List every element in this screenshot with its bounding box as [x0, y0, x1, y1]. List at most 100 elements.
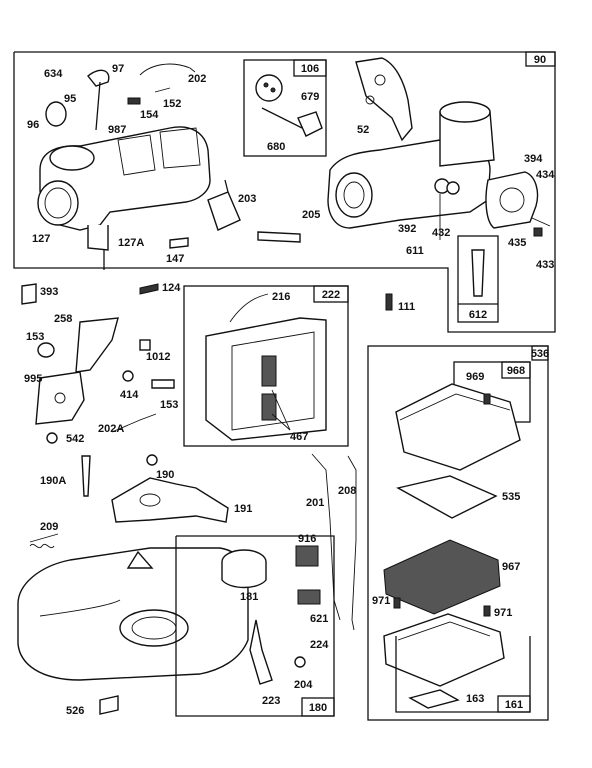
link-202: [139, 63, 196, 76]
float-needle: [297, 111, 323, 137]
callout-222: 222: [322, 289, 340, 301]
callout-223: 223: [262, 695, 280, 707]
screw-190: [146, 454, 158, 466]
callout-916: 916: [298, 533, 316, 545]
screw-969: [483, 393, 491, 405]
nut-1012: [139, 339, 151, 351]
link-202A: [111, 413, 157, 433]
link-216: [229, 293, 269, 323]
bracket-258: [75, 317, 119, 373]
callout-190A: 190A: [40, 475, 66, 487]
callout-967: 967: [502, 561, 520, 573]
callout-433: 433: [536, 259, 554, 271]
air-vane-group: 222 216 467: [183, 285, 349, 447]
screw-205: [257, 231, 301, 243]
callout-969: 969: [466, 371, 484, 383]
carb-bowl-stem: [87, 225, 109, 251]
clip-916: [295, 545, 319, 567]
callout-535: 535: [502, 491, 520, 503]
screw-124: [139, 283, 159, 295]
callout-971b: 971: [494, 607, 512, 619]
tank-filler-neck: [119, 609, 189, 647]
callout-90: 90: [534, 54, 546, 66]
linkage-parts-group: 393 124 111 258 153 1012 995 414 153 202…: [21, 282, 415, 497]
callout-180: 180: [309, 702, 327, 714]
callout-153b: 153: [160, 399, 178, 411]
plug-393: [21, 283, 37, 305]
callout-634: 634: [44, 68, 63, 80]
screw-147: [169, 237, 189, 249]
float-disc: [255, 74, 283, 102]
sub-box-612: [457, 235, 499, 323]
rod-208: [347, 455, 357, 631]
choke-plate-96: [45, 101, 67, 127]
callout-392: 392: [398, 223, 416, 235]
sub-box-106: [243, 59, 327, 157]
callout-box-222: [313, 285, 349, 303]
screw-190A: [81, 455, 91, 497]
callout-987: 987: [108, 124, 126, 136]
fuel-tank-group: 526: [17, 547, 249, 717]
callout-box-968: [501, 361, 531, 379]
sub-box-180: [175, 535, 335, 717]
callout-542: 542: [66, 433, 84, 445]
carb-throat: [37, 180, 79, 226]
callout-224: 224: [310, 639, 329, 651]
callout-680: 680: [267, 141, 285, 153]
callout-216: 216: [272, 291, 290, 303]
screw-542: [46, 432, 58, 444]
sub-box-536: [367, 345, 549, 721]
callout-204: 204: [294, 679, 313, 691]
callout-995: 995: [24, 373, 42, 385]
part-111: [385, 293, 393, 311]
callout-394: 394: [524, 153, 543, 165]
callout-432: 432: [432, 227, 450, 239]
carburetor-assembly-group: 90 106 679 680 634 97 202 95 152 154: [13, 51, 556, 333]
fuel-pickup-tube: [471, 249, 485, 297]
vane-467-b: [261, 393, 277, 421]
control-bracket-995: [35, 371, 85, 425]
screw-153: [151, 379, 175, 389]
bushing-153: [37, 342, 55, 358]
callout-191: 191: [234, 503, 252, 515]
callout-147: 147: [166, 253, 184, 265]
gasket-52: [355, 57, 413, 142]
screw-433: [533, 227, 543, 237]
callout-209: 209: [40, 521, 58, 533]
vane-467-a: [261, 355, 277, 387]
washer-414: [122, 370, 134, 382]
callout-203: 203: [238, 193, 256, 205]
screw-971-a: [393, 597, 401, 609]
callout-1012: 1012: [146, 351, 170, 363]
callout-box-90: [525, 51, 556, 67]
callout-971a: 971: [372, 595, 390, 607]
callout-202A: 202A: [98, 423, 124, 435]
callout-201: 201: [306, 497, 324, 509]
callout-526: 526: [66, 705, 84, 717]
callout-153a: 153: [26, 331, 44, 343]
throttle-plate-634: [87, 69, 110, 87]
screw-971-b: [483, 605, 491, 617]
callout-161: 161: [505, 699, 523, 711]
callout-box-536: [531, 345, 549, 361]
sub-box-222: [183, 285, 349, 447]
callout-612: 612: [469, 309, 487, 321]
gasket-163: [408, 689, 460, 709]
callout-124: 124: [162, 282, 181, 294]
rod-201: [311, 453, 341, 621]
callout-95: 95: [64, 93, 76, 105]
lever-223: [249, 619, 273, 685]
callout-96: 96: [27, 119, 39, 131]
callout-106: 106: [301, 63, 319, 75]
callout-163: 163: [466, 693, 484, 705]
callout-205: 205: [302, 209, 320, 221]
washer-204: [294, 656, 306, 668]
callout-box-180: [301, 697, 335, 717]
callout-414: 414: [120, 389, 139, 401]
pre-cleaner-535: [396, 475, 498, 519]
callout-202: 202: [188, 73, 206, 85]
callout-190: 190: [156, 469, 174, 481]
tank-cap-group: 180 181 916 621 223 204 224: [175, 533, 335, 717]
